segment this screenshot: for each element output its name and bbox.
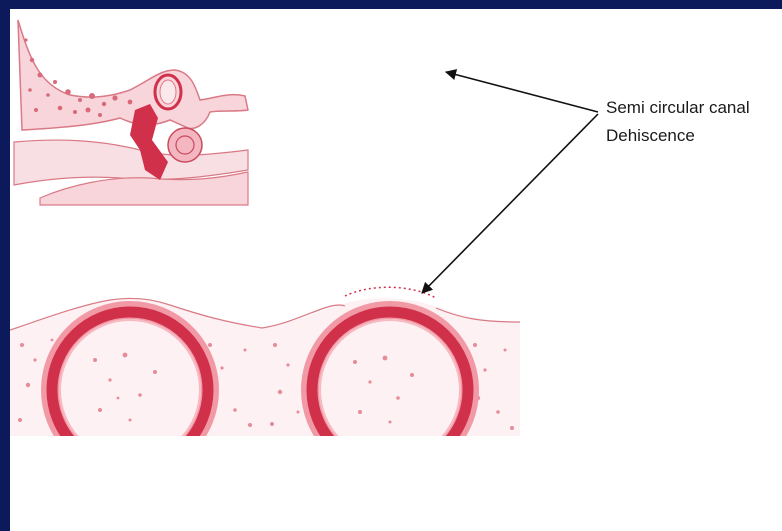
- ossicles: [395, 104, 433, 180]
- bone-mass: [18, 20, 248, 130]
- dehiscence-marker: [420, 66, 445, 72]
- bone-pores: [289, 38, 397, 117]
- semicircular-canal: [420, 75, 446, 109]
- ear-canal-floor: [279, 140, 513, 185]
- annotation-label-line-1: Semi circular canal: [606, 94, 750, 122]
- cochlea: [168, 128, 202, 162]
- bone-mass: [283, 20, 513, 130]
- normal-temporal-bone-illustration: [14, 20, 248, 205]
- annotation-label-line-2: Dehiscence: [606, 122, 750, 150]
- annotation-label: Semi circular canal Dehiscence: [606, 94, 750, 150]
- cochlea: [433, 128, 467, 162]
- lower-bone: [305, 172, 513, 205]
- arrow-to-closeup-canal: [422, 114, 598, 293]
- dehiscent-temporal-bone-illustration: [279, 20, 513, 205]
- annotation-arrows: [422, 72, 598, 293]
- arrow-to-top-canal: [446, 72, 598, 112]
